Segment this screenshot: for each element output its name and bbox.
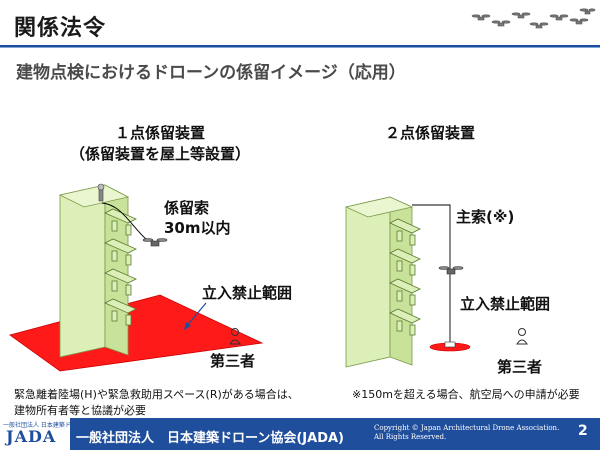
drone-icons-decoration bbox=[471, 8, 596, 29]
copyright-line2: All Rights Reserved. bbox=[374, 433, 447, 441]
jada-logo bbox=[0, 418, 70, 450]
header-divider bbox=[0, 45, 600, 47]
page-title: 関係法令 bbox=[14, 16, 107, 41]
left-title-line1: １点係留装置 bbox=[114, 124, 205, 142]
right-note: ※150mを超える場合、航空局への申請が必要 bbox=[352, 388, 580, 401]
left-tether-label-1: 係留索 bbox=[164, 199, 210, 217]
left-note-line2: 建物所有者等と協議が必要 bbox=[14, 404, 146, 417]
left-third-party-label: 第三者 bbox=[210, 352, 256, 370]
right-third-party-label: 第三者 bbox=[497, 358, 543, 376]
right-zone-label: 立入禁止範囲 bbox=[460, 295, 551, 313]
left-building-front bbox=[59, 184, 106, 358]
left-tether-label-2: 30m以内 bbox=[164, 219, 231, 237]
logo-small-text: 一般社団法人 日本建築ドローン協会 bbox=[3, 422, 101, 429]
left-note-line1: 緊急離着陸場(H)や緊急救助用スペース(R)がある場合は、 bbox=[14, 388, 299, 401]
slide-subtitle: 建物点検におけるドローンの係留イメージ（応用） bbox=[16, 63, 406, 83]
footer-copyright: Copyright © Japan Architectural Drone As… bbox=[374, 424, 559, 442]
left-illustration bbox=[9, 183, 264, 372]
copyright-line1: Copyright © Japan Architectural Drone As… bbox=[374, 424, 560, 432]
header-divider-thin bbox=[0, 47, 600, 48]
page-number: 2 bbox=[578, 423, 588, 439]
logo-text: JADA bbox=[6, 427, 57, 446]
left-title-line2: （係留装置を屋上等設置） bbox=[69, 145, 250, 163]
right-title: ２点係留装置 bbox=[384, 124, 475, 142]
footer-organization: 一般社団法人 日本建築ドローン協会(JADA) bbox=[76, 431, 344, 446]
footer-bar bbox=[0, 418, 600, 450]
right-main-rope-label: 主索(※) bbox=[456, 208, 515, 226]
right-illustration bbox=[344, 196, 528, 368]
left-zone-label: 立入禁止範囲 bbox=[202, 284, 293, 302]
